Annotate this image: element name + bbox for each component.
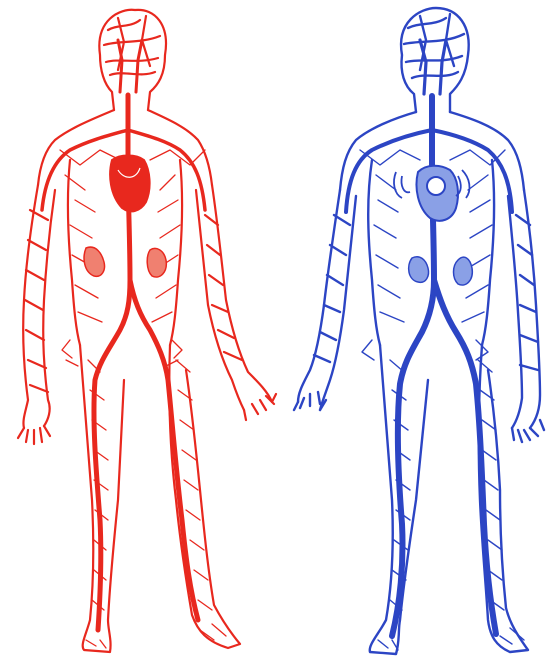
left-lung-vessels	[394, 172, 410, 198]
right-kidney	[454, 257, 473, 285]
left-kidney	[84, 247, 104, 276]
heart	[417, 166, 459, 221]
left-kidney	[409, 257, 429, 283]
arterial-body-outline	[18, 10, 276, 652]
arterial-system-figure	[18, 10, 276, 652]
right-kidney	[147, 248, 166, 277]
venous-system-figure	[294, 8, 544, 654]
heart	[110, 156, 149, 212]
venous-body-outline	[294, 8, 544, 654]
